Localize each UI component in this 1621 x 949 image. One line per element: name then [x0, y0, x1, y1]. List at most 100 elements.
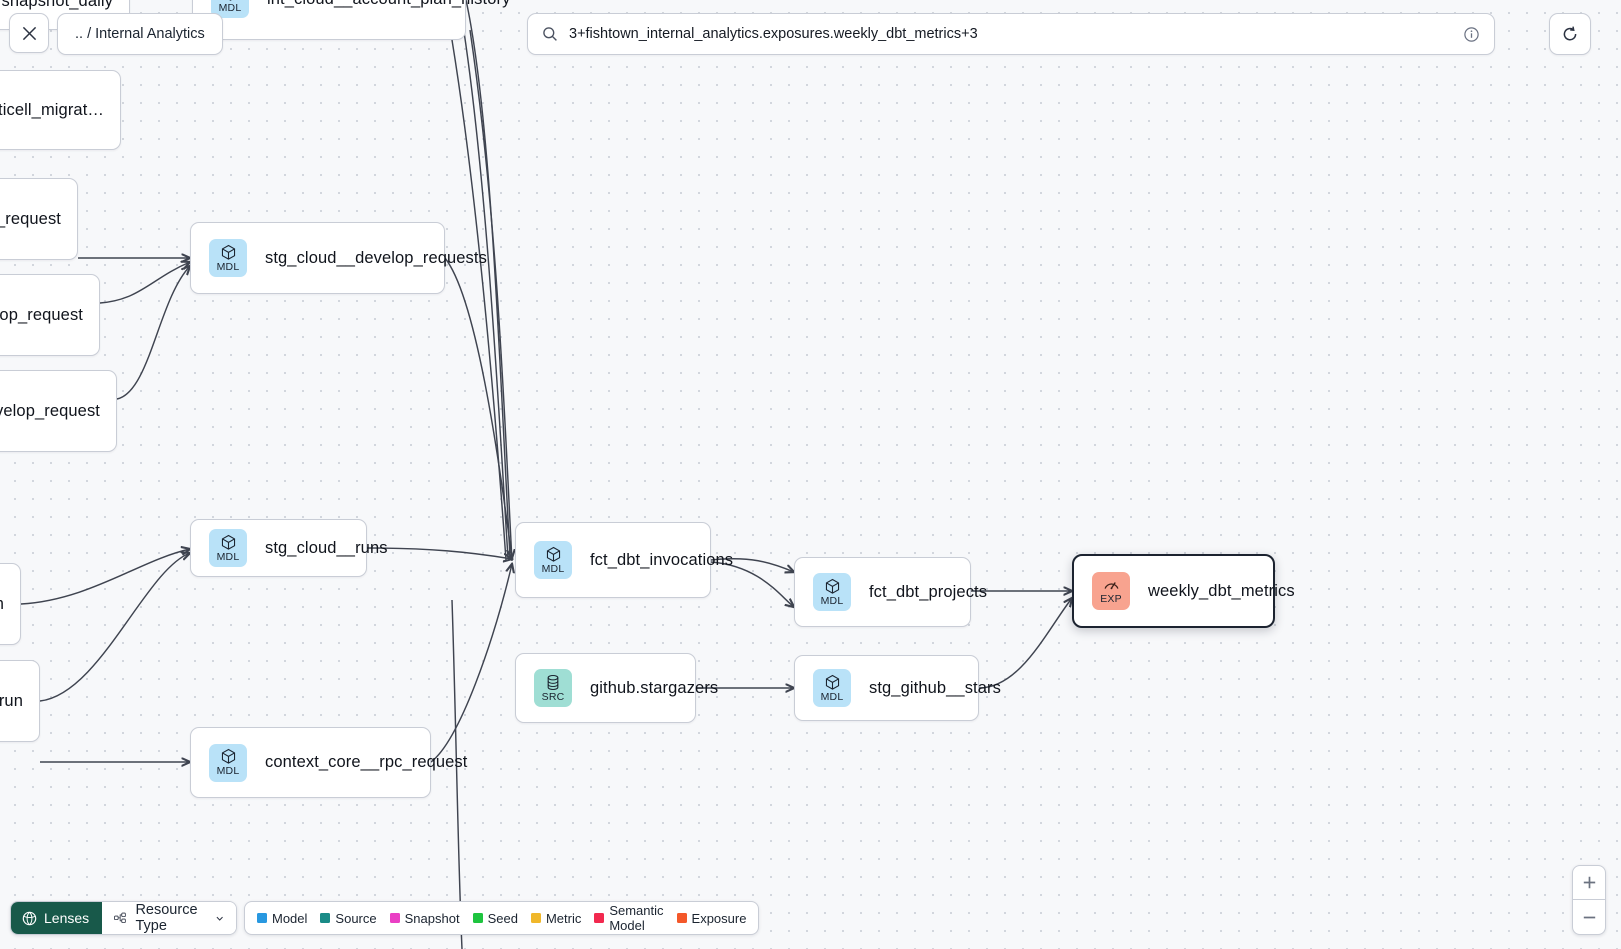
graph-node-weekly_dbt_metrics[interactable]: EXP weekly_dbt_metrics [1072, 554, 1295, 628]
node-type-badge-mdl: MDL [813, 669, 851, 707]
legend-label: Seed [487, 910, 518, 926]
close-icon [22, 26, 36, 40]
graph-node-partial_n[interactable]: n [0, 563, 21, 645]
lenses-icon [22, 911, 37, 925]
legend-item-metric[interactable]: Metric [530, 910, 582, 926]
minus-icon [1583, 916, 1595, 918]
legend-label: Semantic Model [609, 903, 664, 933]
cube-icon [220, 748, 237, 765]
info-icon[interactable] [1463, 26, 1480, 43]
legend-swatch [676, 913, 687, 923]
cube-icon [824, 674, 841, 691]
legend-item-snapshot[interactable]: Snapshot [389, 910, 460, 926]
close-button[interactable] [9, 13, 49, 53]
node-type-badge-mdl: MDL [209, 743, 247, 782]
node-type-abbrev: MDL [216, 550, 240, 563]
graph-node-stg_github_stars[interactable]: MDL stg_github__stars [794, 655, 1001, 721]
resource-type-legend: Model Source Snapshot Seed Metric Semantic Mo… [244, 901, 760, 935]
legend-swatch [320, 913, 331, 923]
node-type-abbrev: MDL [216, 260, 240, 273]
legend-swatch [257, 913, 267, 923]
node-type-badge-mdl: MDL [211, 0, 249, 18]
cube-icon [220, 244, 237, 261]
cube-icon [545, 546, 562, 563]
zoom-in-button[interactable] [1573, 866, 1605, 900]
cube-icon [824, 578, 841, 595]
breadcrumb-label: .. / Internal Analytics [75, 26, 205, 42]
node-label: fct_dbt_invocations [590, 550, 734, 569]
legend-swatch [389, 913, 400, 923]
legend-item-seed[interactable]: Seed [472, 910, 518, 926]
node-label: op_request [0, 209, 61, 228]
node-type-abbrev: EXP [1100, 593, 1122, 605]
resource-type-icon [114, 912, 126, 924]
node-label: multicell_migrat… [0, 100, 104, 119]
graph-node-context_core_rpc[interactable]: MDL context_core__rpc_request [190, 727, 467, 798]
graph-node-op_request[interactable]: op_request [0, 178, 78, 260]
node-label: stg_cloud__develop_requests [265, 248, 487, 267]
node-label: velop_request [0, 305, 83, 324]
legend-item-source[interactable]: Source [320, 910, 377, 926]
graph-node-fct_dbt_invocations[interactable]: MDL fct_dbt_invocations [515, 522, 733, 598]
refresh-button[interactable] [1549, 13, 1591, 55]
lenses-group: Lenses Resource Type [10, 901, 238, 935]
node-label: n [0, 595, 4, 614]
legend-item-model[interactable]: Model [257, 911, 307, 926]
legend-swatch [472, 913, 483, 923]
node-type-abbrev: MDL [820, 690, 844, 703]
graph-node-github_stargazers[interactable]: SRC github.stargazers [515, 653, 718, 723]
legend-label: Model [272, 910, 308, 926]
zoom-controls [1572, 865, 1606, 935]
node-label: stg_github__stars [869, 678, 1001, 697]
database-icon [545, 674, 561, 691]
legend-swatch [530, 913, 541, 923]
resource-type-button[interactable]: Resource Type [102, 902, 237, 934]
zoom-out-button[interactable] [1573, 900, 1605, 934]
graph-node-develop_request2[interactable]: _develop_request [0, 370, 117, 452]
resource-type-label: Resource Type [135, 902, 198, 934]
legend-item-semantic-model[interactable]: Semantic Model [594, 903, 664, 933]
node-label: int_cloud__account_plan_history [267, 0, 510, 9]
graph-node-multicell_migrat[interactable]: multicell_migrat… [0, 70, 121, 150]
node-label: weekly_dbt_metrics [1148, 581, 1295, 600]
node-type-abbrev: SRC [541, 690, 565, 703]
node-type-badge-mdl: MDL [534, 541, 572, 579]
node-type-badge-mdl: MDL [209, 239, 247, 277]
node-type-badge-mdl: MDL [813, 573, 851, 611]
cube-icon [220, 534, 237, 551]
lenses-label: Lenses [44, 910, 90, 926]
search-bar[interactable] [527, 13, 1495, 55]
node-label: github.stargazers [590, 678, 719, 697]
node-label: snapshot_daily [1, 0, 113, 10]
node-type-abbrev: MDL [216, 765, 240, 777]
top-toolbar: .. / Internal Analytics [0, 0, 1621, 62]
search-input[interactable] [569, 26, 1452, 42]
legend-label: Source [335, 910, 377, 926]
node-type-badge-src: SRC [534, 669, 572, 707]
graph-node-int_cloud_aph[interactable]: MDL int_cloud__account_plan_history [192, 0, 510, 40]
node-type-abbrev: MDL [218, 1, 242, 14]
graph-node-stg_cloud_dev_req[interactable]: MDL stg_cloud__develop_requests [190, 222, 487, 294]
refresh-icon [1563, 26, 1577, 41]
breadcrumb[interactable]: .. / Internal Analytics [57, 13, 223, 55]
legend-swatch [594, 913, 605, 923]
graph-node-velop_request[interactable]: velop_request [0, 274, 100, 356]
chevron-down-icon [216, 916, 223, 921]
node-label: context_core__rpc_request [265, 753, 468, 771]
node-type-abbrev: MDL [820, 594, 844, 607]
legend-label: Metric [545, 910, 582, 926]
graph-node-stg_cloud_runs[interactable]: MDL stg_cloud__runs [190, 519, 387, 577]
legend-label: Exposure [691, 910, 747, 926]
legend-label: Snapshot [404, 910, 460, 926]
node-type-badge-mdl: MDL [209, 529, 247, 567]
node-type-abbrev: MDL [541, 562, 565, 575]
node-label: stg_cloud__runs [265, 538, 388, 557]
lenses-button[interactable]: Lenses [11, 902, 103, 934]
legend-item-exposure[interactable]: Exposure [676, 910, 747, 926]
node-type-badge-exp: EXP [1092, 572, 1130, 610]
node-label: _develop_request [0, 401, 100, 420]
graph-node-partial_run[interactable]: _run [0, 660, 40, 742]
